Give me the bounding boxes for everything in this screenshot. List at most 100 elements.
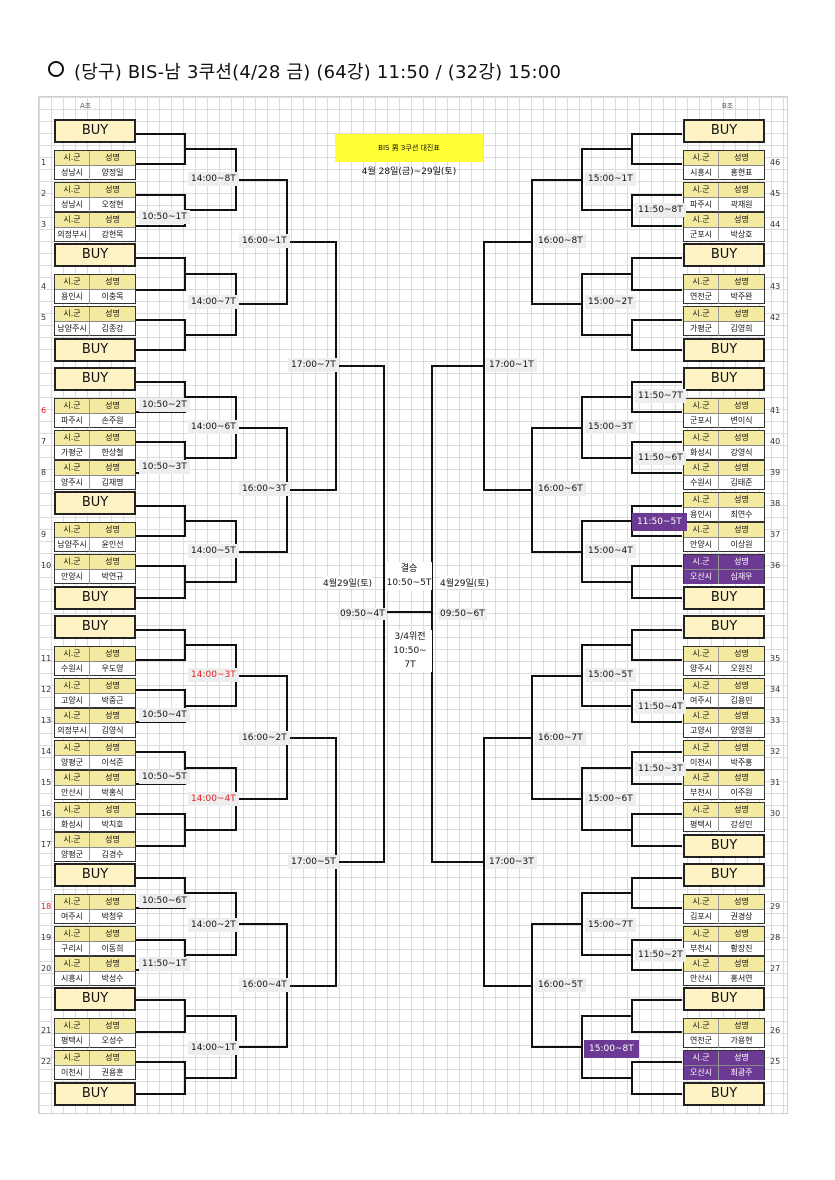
player-city: 파주시	[55, 414, 90, 428]
player-name: 권용훈	[101, 1068, 124, 1077]
seed-number: 7	[41, 437, 47, 446]
city-header: 시.군	[684, 957, 719, 971]
name-header: 성명	[105, 463, 120, 472]
left-match-time: 11:50~1T	[139, 957, 190, 971]
name-header: 성명	[734, 277, 749, 286]
player-city: 연천군	[684, 1034, 719, 1048]
city-header: 시.군	[55, 771, 90, 785]
name-header: 성명	[734, 215, 749, 224]
group-label-left: A조	[80, 102, 92, 110]
left-match-time: 17:00~5T	[288, 855, 339, 869]
player-name: 김영희	[730, 324, 753, 333]
city-header: 시.군	[684, 771, 719, 785]
left-match-time: 17:00~7T	[288, 358, 339, 372]
third-table: 7T	[404, 660, 416, 670]
seed-number: 46	[770, 158, 781, 167]
left-buy-slot: BUY	[54, 586, 136, 610]
player-name: 최광주	[730, 1068, 753, 1077]
city-header: 시.군	[55, 927, 90, 941]
right-match-time: 16:00~5T	[535, 978, 586, 992]
group-label-right: B조	[722, 102, 734, 110]
name-header: 성명	[734, 681, 749, 690]
left-match-time: 10:50~1T	[139, 210, 190, 224]
player-name: 가용현	[730, 1036, 753, 1045]
player-name: 김종강	[101, 324, 124, 333]
player-city: 가평군	[684, 322, 719, 336]
city-header: 시.군	[55, 151, 90, 165]
left-buy-slot: BUY	[54, 987, 136, 1011]
seed-number: 22	[41, 1057, 52, 1066]
player-city: 고양시	[55, 694, 90, 708]
left-match-time: 14:00~5T	[188, 544, 239, 558]
right-match-time: 15:00~6T	[585, 792, 636, 806]
player-city: 여주시	[55, 910, 90, 924]
seed-number: 26	[770, 1026, 781, 1035]
seed-number: 13	[41, 716, 52, 725]
player-name: 박치호	[101, 820, 124, 829]
player-name: 황장진	[730, 944, 753, 953]
left-buy-slot: BUY	[54, 863, 136, 887]
player-name: 윤인선	[101, 540, 124, 549]
player-city: 양주시	[55, 476, 90, 490]
left-buy-slot: BUY	[54, 243, 136, 267]
right-match-time: 11:50~8T	[635, 203, 686, 217]
player-name: 한상철	[101, 448, 124, 457]
player-name: 박주완	[730, 292, 753, 301]
left-match-time: 14:00~6T	[188, 420, 239, 434]
seed-number: 1	[41, 158, 47, 167]
player-name: 오원진	[730, 664, 753, 673]
city-header: 시.군	[55, 213, 90, 227]
name-header: 성명	[105, 215, 120, 224]
player-city: 의정부시	[55, 724, 90, 738]
name-header: 성명	[734, 711, 749, 720]
seed-number: 25	[770, 1057, 781, 1066]
player-city: 의정부시	[55, 228, 90, 242]
right-match-time: 11:50~2T	[635, 948, 686, 962]
seed-number: 17	[41, 840, 52, 849]
player-name: 이충목	[101, 292, 124, 301]
seed-number: 3	[41, 220, 47, 229]
player-name: 양정일	[101, 168, 124, 177]
name-header: 성명	[105, 525, 120, 534]
right-match-time: 11:50~7T	[635, 389, 686, 403]
title-text: (당구) BIS-남 3쿠션(4/28 금) (64강) 11:50 / (32…	[74, 62, 562, 83]
right-match-time: 15:00~1T	[585, 172, 636, 186]
seed-number: 41	[770, 406, 781, 415]
player-name: 박성수	[101, 974, 124, 983]
city-header: 시.군	[684, 307, 719, 321]
city-header: 시.군	[55, 803, 90, 817]
seed-number: 14	[41, 747, 52, 756]
city-header: 시.군	[684, 927, 719, 941]
third-time: 10:50~	[393, 646, 427, 656]
bracket-title-box: BIS 男 3쿠션 대진표	[335, 134, 483, 162]
player-name: 김용민	[730, 696, 753, 705]
player-city: 성남시	[55, 198, 90, 212]
name-header: 성명	[105, 153, 120, 162]
tournament-dates: 4월 28일(금)~29일(토)	[361, 167, 457, 177]
seed-number: 39	[770, 468, 781, 477]
seed-number: 20	[41, 964, 52, 973]
city-header: 시.군	[684, 1019, 719, 1033]
name-header: 성명	[105, 711, 120, 720]
player-name: 우도영	[101, 664, 124, 673]
city-header: 시.군	[55, 307, 90, 321]
player-name: 박연규	[101, 572, 124, 581]
seed-number: 44	[770, 220, 781, 229]
right-match-time: 15:00~3T	[585, 420, 636, 434]
city-header: 시.군	[684, 213, 719, 227]
name-header: 성명	[734, 525, 749, 534]
